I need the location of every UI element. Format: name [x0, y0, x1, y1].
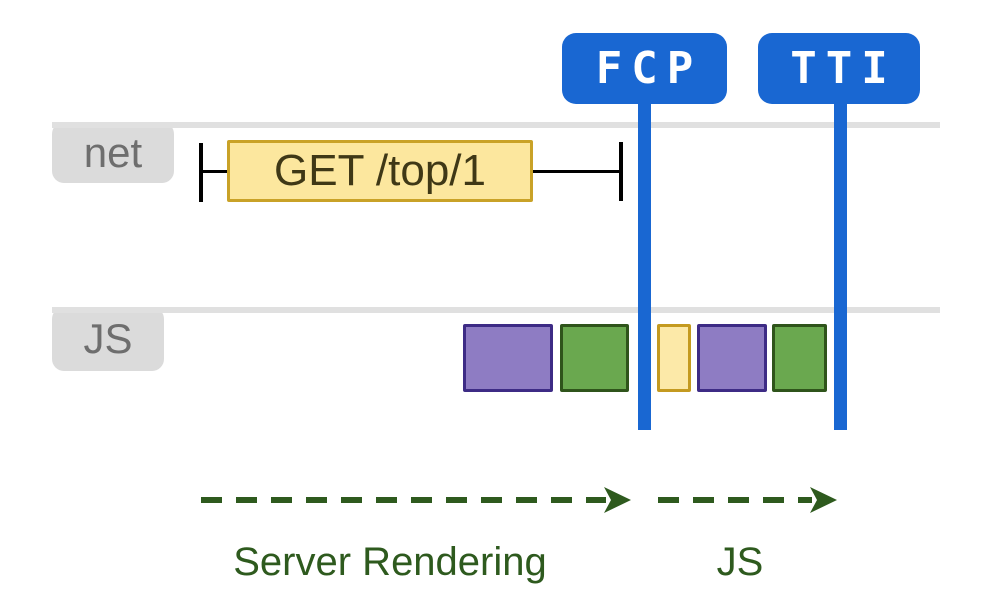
script-block-green-1	[560, 324, 629, 392]
request-end-connector	[533, 170, 621, 173]
fcp-marker-line	[638, 103, 651, 430]
script-block-purple-1	[463, 324, 553, 392]
tti-marker-line	[834, 103, 847, 430]
request-end-tick	[619, 142, 623, 201]
lane-line-js	[52, 307, 940, 313]
lane-label-net: net	[52, 122, 174, 183]
network-request-box: GET /top/1	[227, 140, 533, 202]
lane-line-net	[52, 122, 940, 128]
phase-label-server-rendering: Server Rendering	[233, 540, 547, 584]
script-block-purple-2	[697, 324, 767, 392]
script-block-green-2	[772, 324, 827, 392]
fcp-marker-badge: FCP	[562, 33, 727, 104]
request-start-tick	[199, 143, 203, 202]
script-block-yellow-1	[657, 324, 691, 392]
server-rendering-arrow-head	[604, 487, 631, 513]
request-start-connector	[202, 170, 227, 173]
tti-marker-badge: TTI	[758, 33, 920, 104]
phase-label-js: JS	[716, 540, 764, 584]
lane-label-js: JS	[52, 307, 164, 371]
phase-arrows	[201, 487, 837, 513]
js-arrow-head	[810, 487, 837, 513]
